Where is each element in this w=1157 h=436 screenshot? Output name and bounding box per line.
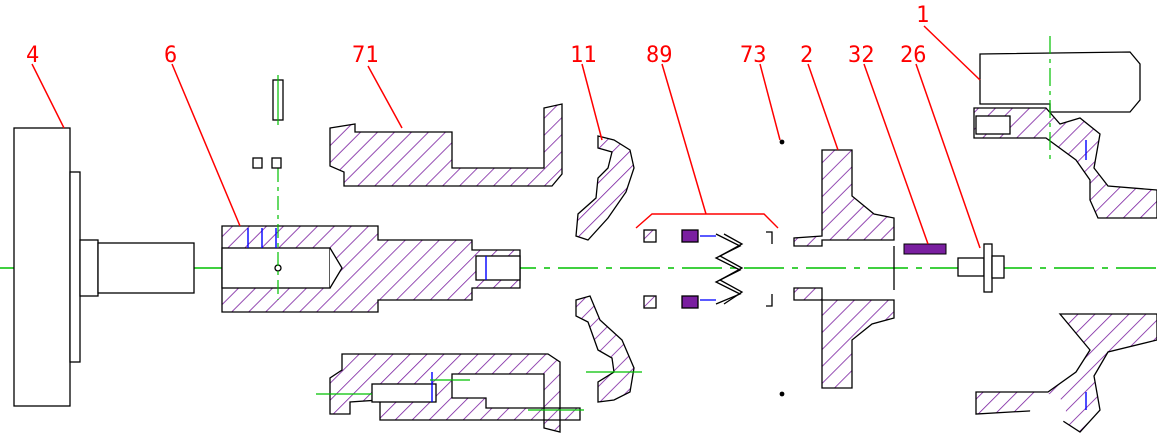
label-part-32: 32 [848,43,875,68]
leader-lines [31,25,981,249]
leader-73 [759,63,781,141]
label-part-6: 6 [164,43,177,68]
leader-1 [923,25,981,81]
label-part-4: 4 [26,43,39,68]
leader-71 [367,65,403,129]
part-4-motor [13,127,195,407]
leader-2 [807,63,839,151]
part-71-bracket [316,103,584,433]
part-73-pin-points [779,139,785,397]
part-32-key [903,243,947,255]
part-26-bolt [957,243,1005,293]
label-part-89: 89 [646,43,673,68]
leader-32 [863,63,929,245]
leader-26 [915,63,981,249]
part-11-seal-plate [575,135,642,403]
key-and-pins [252,75,284,169]
leader-89 [661,63,707,215]
label-part-73: 73 [740,43,767,68]
leader-6 [171,63,241,227]
label-part-71: 71 [352,43,379,68]
label-part-11: 11 [570,43,597,68]
part-89-mechanical-seal [635,213,779,309]
label-part-26: 26 [900,43,927,68]
part-2-impeller [793,149,895,389]
leader-11 [581,63,603,141]
leader-4 [31,63,65,129]
part-1-pump-casing [973,36,1157,433]
label-part-2: 2 [800,43,813,68]
label-part-1: 1 [916,3,929,28]
part-6-shaft [221,168,521,313]
